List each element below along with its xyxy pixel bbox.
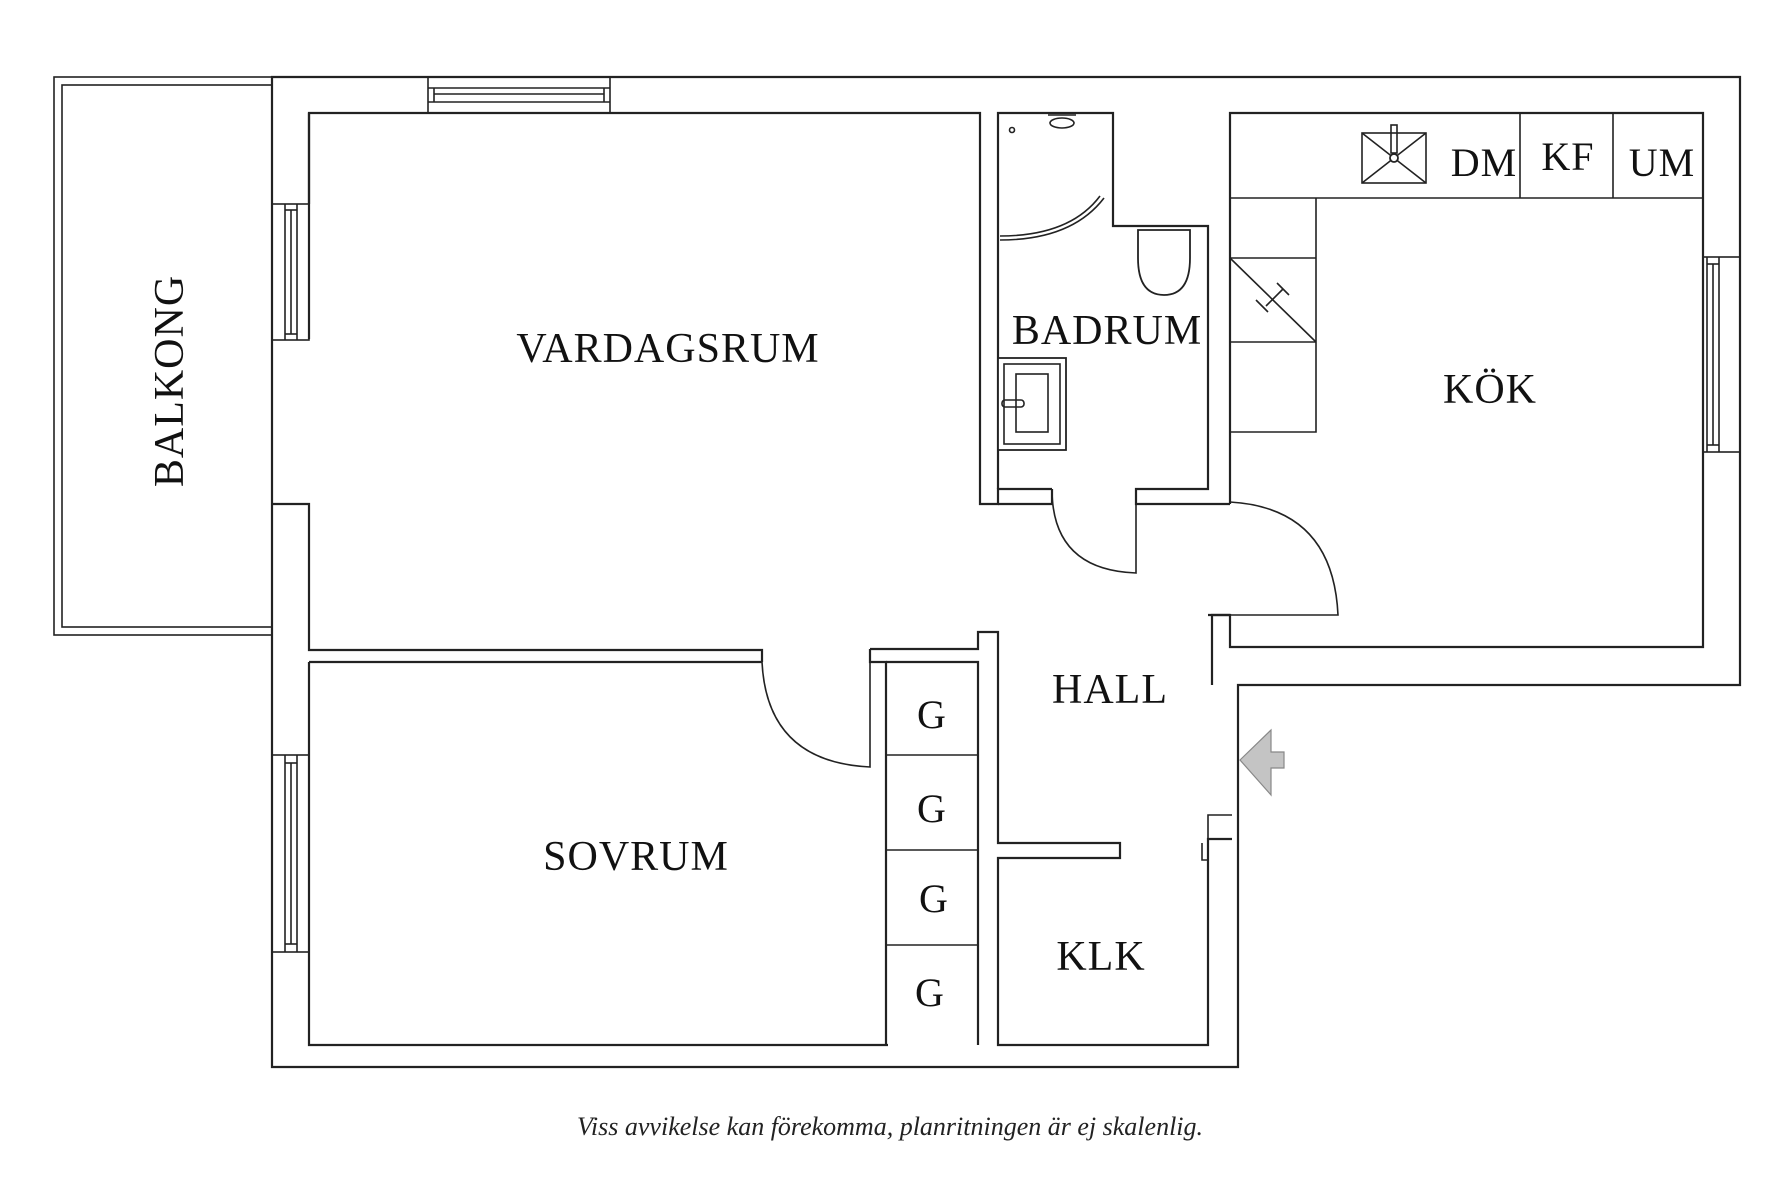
- kitchen-counter: [1229, 113, 1703, 433]
- lower-walls: [307, 630, 1232, 1047]
- entrance-arrow-icon: [1239, 728, 1285, 797]
- appliance-label-kf: KF: [1541, 134, 1594, 179]
- outer-wall: [270, 75, 1742, 1069]
- sink-kitchen-icon: [1361, 124, 1427, 184]
- disclaimer-text: Viss avvikelse kan förekomma, planritnin…: [576, 1112, 1204, 1141]
- room-label-hall: HALL: [1052, 667, 1168, 713]
- appliance-label-um: UM: [1629, 140, 1695, 185]
- appliance-label-dm: DM: [1451, 140, 1517, 185]
- doors: [761, 488, 1339, 768]
- sink-icon: [997, 357, 1067, 451]
- closet-label: G: [919, 876, 949, 921]
- room-label-badrum: BADRUM: [1012, 308, 1202, 354]
- toilet-icon: [1137, 229, 1191, 296]
- stove-icon: [1229, 257, 1317, 343]
- window-right-kitchen: [1702, 256, 1741, 453]
- window-top: [427, 76, 611, 114]
- room-label-sovrum: SOVRUM: [543, 834, 729, 880]
- living-room-walls: [272, 111, 1052, 662]
- closet-label: G: [915, 970, 945, 1015]
- room-label-kok: KÖK: [1443, 367, 1537, 413]
- room-label-balkong: BALKONG: [147, 275, 193, 487]
- closet-label: G: [917, 692, 947, 737]
- room-label-vardagsrum: VARDAGSRUM: [516, 326, 819, 372]
- room-label-klk: KLK: [1056, 934, 1145, 980]
- window-left-living: [271, 203, 310, 341]
- window-left-bedroom: [271, 754, 310, 953]
- closet-label: G: [917, 786, 947, 831]
